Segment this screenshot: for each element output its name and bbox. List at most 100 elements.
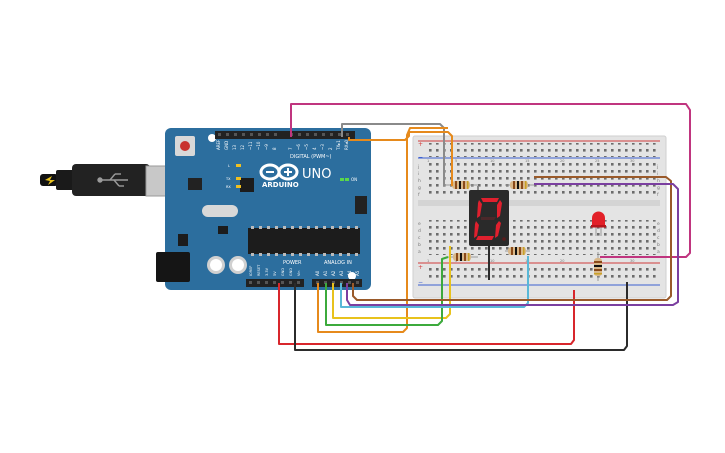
wire-gray[interactable]	[341, 123, 445, 186]
row-letter: h	[657, 178, 660, 184]
led-rx	[236, 185, 241, 188]
led-on	[340, 178, 344, 181]
row-letter: h	[418, 178, 421, 184]
mounting-hole	[348, 272, 356, 280]
seven-segment-display[interactable]	[469, 190, 509, 246]
center-channel	[418, 200, 660, 206]
mounting-hole	[208, 134, 216, 142]
bottom-power-rail[interactable]	[425, 266, 656, 280]
digital-pin-label: ~9	[264, 144, 269, 150]
digital-header[interactable]	[215, 131, 355, 139]
dc-jack-icon[interactable]	[156, 252, 190, 282]
led-l	[236, 164, 241, 167]
svg-text:TX: TX	[225, 177, 231, 181]
atmega-chip	[248, 228, 360, 254]
digital-pin-label: ~11	[248, 141, 253, 150]
usb-cable[interactable]	[40, 164, 173, 197]
led-dome	[592, 211, 605, 226]
resistor[interactable]	[446, 181, 478, 189]
row-letter: b	[657, 242, 660, 248]
column-number: 25	[595, 159, 599, 163]
red-led[interactable]	[591, 211, 606, 236]
row-letter: e	[418, 222, 421, 227]
column-number: 1	[427, 159, 429, 163]
segment-d	[476, 236, 494, 240]
row-letter: i	[418, 171, 419, 177]
on-label: ON	[351, 177, 357, 182]
wires[interactable]	[278, 103, 691, 351]
row-letter: c	[418, 236, 421, 241]
svg-text:+: +	[418, 264, 423, 271]
row-letter: j	[656, 164, 658, 170]
digital-pin-label: TX▸1	[336, 140, 341, 151]
segment-e	[474, 221, 479, 238]
crystal-oscillator	[202, 205, 238, 217]
wire-brown[interactable]	[352, 176, 672, 301]
wire-red[interactable]	[278, 283, 575, 345]
brand-logo-text: ARDUINO	[262, 181, 299, 189]
row-letter: j	[417, 164, 419, 170]
row-letter: d	[418, 228, 421, 234]
power-pin-label: IOREF	[249, 266, 253, 276]
top-power-rail[interactable]	[425, 143, 656, 157]
digital-pin-label: 12	[240, 144, 245, 150]
digital-pin-label: 2	[328, 147, 333, 150]
digital-pin-label: ~3	[320, 144, 325, 150]
row-letter: i	[657, 171, 658, 177]
column-number: 30	[630, 259, 634, 263]
row-letter: f	[418, 192, 420, 198]
icsp-header	[355, 196, 367, 214]
analog-pin-label: A3	[339, 270, 344, 276]
rail-minus-label: −	[418, 154, 423, 161]
resistor[interactable]	[594, 252, 602, 281]
wire-lightblue[interactable]	[340, 256, 529, 308]
wire-orange-2[interactable]	[317, 127, 448, 333]
analog-header[interactable]	[312, 279, 362, 287]
segment-b	[497, 200, 502, 218]
resistor[interactable]	[505, 247, 530, 255]
analog-pin-label: A1	[323, 270, 328, 276]
digital-pin-label: AREF	[216, 139, 221, 150]
column-number: 20	[560, 259, 564, 263]
row-letter: a	[657, 250, 660, 255]
wire-yellow[interactable]	[332, 246, 451, 319]
analog-pin-label: A4	[347, 270, 352, 276]
resistor[interactable]	[505, 181, 535, 189]
digital-pin-label: ~10	[256, 141, 261, 150]
power-pin-label: GND	[289, 268, 293, 276]
decimal-point	[502, 237, 506, 241]
power-pin-label: 5V	[273, 271, 277, 276]
segment-f	[477, 200, 482, 218]
digital-pin-label: GND	[224, 141, 229, 150]
svg-text:−: −	[418, 279, 423, 286]
bottom-terminal-strip[interactable]	[425, 220, 656, 255]
digital-pin-label: RX◂0	[344, 139, 349, 150]
resistor[interactable]	[448, 253, 478, 261]
segment-g	[481, 217, 496, 220]
power-pin-label: RESET	[257, 264, 261, 276]
wire-black[interactable]	[294, 282, 628, 351]
arduino-logo	[259, 163, 299, 181]
led-tx	[236, 177, 241, 180]
top-terminal-strip[interactable]	[425, 163, 656, 198]
row-letter: g	[418, 186, 421, 191]
row-letter: a	[418, 250, 421, 255]
svg-text:L: L	[228, 164, 230, 168]
row-letter: e	[657, 222, 660, 227]
usb-icon	[97, 173, 128, 187]
segment-c	[495, 221, 501, 238]
power-pin-label: Vin	[297, 270, 301, 276]
column-number: 30	[630, 159, 634, 163]
wire-purple[interactable]	[346, 183, 679, 306]
wire-green[interactable]	[325, 256, 449, 326]
wire-magenta[interactable]	[290, 103, 691, 258]
segment-a	[481, 198, 499, 202]
wire-orange[interactable]	[348, 131, 453, 186]
column-number: 10	[490, 159, 494, 163]
analog-pin-label: A2	[331, 270, 336, 276]
